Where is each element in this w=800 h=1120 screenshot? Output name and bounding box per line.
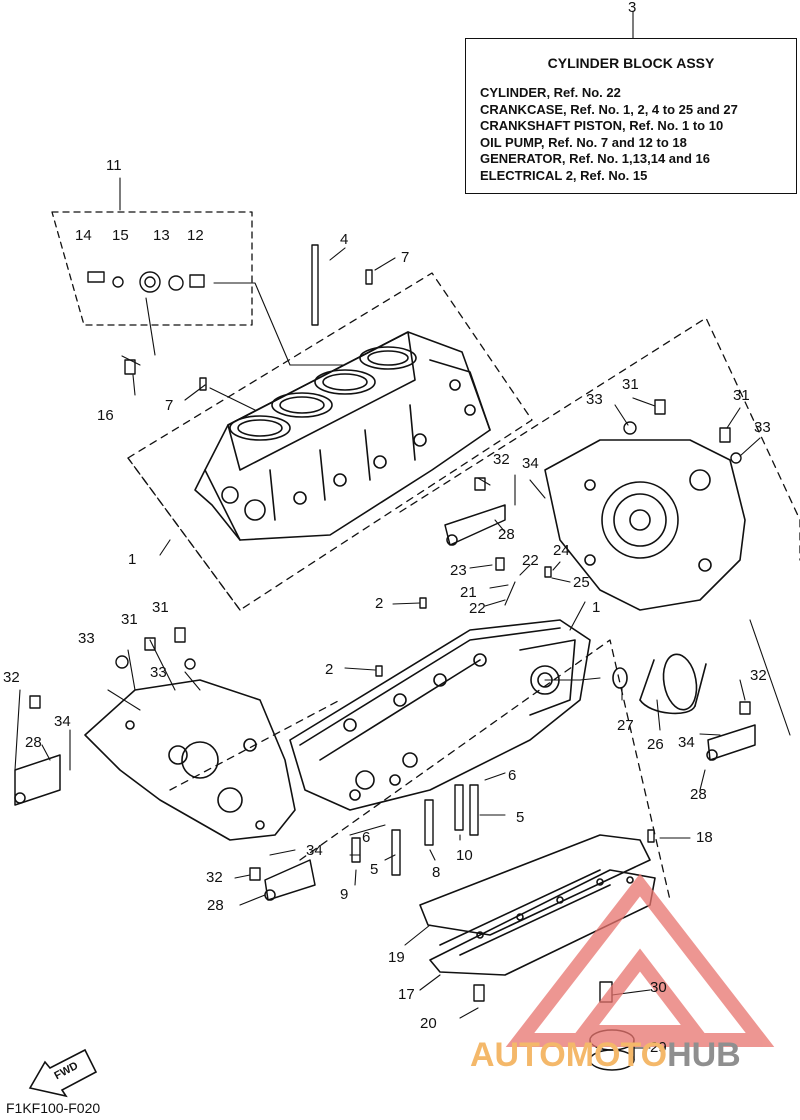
callout-c22a: 22 <box>522 552 539 569</box>
callout-c28b: 28 <box>25 734 42 751</box>
crankcase-group-box <box>169 639 671 901</box>
callout-c32d: 32 <box>206 869 223 886</box>
cylinder-group-box <box>127 272 800 611</box>
watermark-logo <box>505 873 775 1047</box>
callout-c2a: 2 <box>375 595 384 612</box>
info-box-lines: CYLINDER, Ref. No. 22 CRANKCASE, Ref. No… <box>480 85 738 184</box>
callout-c8: 8 <box>432 864 441 881</box>
crankcase <box>289 619 591 811</box>
callout-c32c: 32 <box>750 667 767 684</box>
callout-c6a: 6 <box>508 767 517 784</box>
generator-cover <box>544 439 746 611</box>
callout-c22b: 22 <box>469 600 486 617</box>
info-line: CRANKCASE, Ref. No. 1, 2, 4 to 25 and 27 <box>480 101 738 117</box>
callout-c28a: 28 <box>498 526 515 543</box>
oil-filter <box>612 653 707 715</box>
callout-c33b: 33 <box>754 419 771 436</box>
callout-c5b: 5 <box>370 861 379 878</box>
callout-c28d: 28 <box>207 897 224 914</box>
callout-c16: 16 <box>97 407 114 424</box>
callout-c23: 23 <box>450 562 467 579</box>
watermark-text: AUTOMOTOHUB <box>470 1036 741 1075</box>
generator-group-box <box>51 211 253 326</box>
callout-c27: 27 <box>617 717 634 734</box>
info-line: GENERATOR, Ref. No. 1,13,14 and 16 <box>480 151 710 166</box>
callout-c30: 30 <box>650 979 667 996</box>
engine-mounts <box>14 504 756 901</box>
callout-c18: 18 <box>696 829 713 846</box>
callout-c26: 26 <box>647 736 664 753</box>
info-line: OIL PUMP, Ref. No. 7 and 12 to 18 <box>480 134 687 150</box>
callout-c34a: 34 <box>522 455 539 472</box>
callout-c5a: 5 <box>516 809 525 826</box>
watermark-part1: AUTOMOTO <box>470 1036 668 1074</box>
callout-c28c: 28 <box>690 786 707 803</box>
callout-c14: 14 <box>75 227 92 244</box>
leader-lines <box>14 11 791 1049</box>
info-box: CYLINDER BLOCK ASSY CYLINDER, Ref. No. 2… <box>465 38 797 194</box>
callout-c33c: 33 <box>78 630 95 647</box>
callout-c17: 17 <box>398 986 415 1003</box>
callout-c33d: 33 <box>150 664 167 681</box>
callout-c32a: 32 <box>493 451 510 468</box>
callout-c1b: 1 <box>592 599 601 616</box>
info-line: CYLINDER, Ref. No. 22 <box>480 85 621 100</box>
callout-c11: 11 <box>106 157 122 174</box>
callout-c31d: 31 <box>152 599 169 616</box>
callout-c4: 4 <box>340 231 349 248</box>
callout-c31a: 31 <box>622 376 639 393</box>
callout-c32b: 32 <box>3 669 20 686</box>
callout-c24: 24 <box>553 542 570 559</box>
callout-c7a: 7 <box>401 249 410 266</box>
fwd-arrow-icon <box>28 1048 98 1098</box>
callout-c1a: 1 <box>128 551 137 568</box>
callout-c21: 21 <box>460 584 477 601</box>
callout-c25: 25 <box>573 574 590 591</box>
callout-c20: 20 <box>420 1015 437 1032</box>
callout-c19: 19 <box>388 949 405 966</box>
callout-c13: 13 <box>153 227 170 244</box>
callout-c33a: 33 <box>586 391 603 408</box>
left-cover <box>84 679 296 841</box>
cylinder-block <box>194 331 491 541</box>
callout-c29: 29 <box>650 1039 667 1056</box>
info-box-ref: 3 <box>628 0 637 16</box>
callout-c10: 10 <box>456 847 473 864</box>
callout-c7b: 7 <box>165 397 174 414</box>
info-line: ELECTRICAL 2, Ref. No. 15 <box>480 167 648 183</box>
callout-c15: 15 <box>112 227 129 244</box>
callout-c34d: 34 <box>306 842 323 859</box>
info-box-title: CYLINDER BLOCK ASSY <box>547 55 715 71</box>
callout-c31b: 31 <box>733 387 750 404</box>
callout-c34b: 34 <box>54 713 71 730</box>
watermark-part2: HUB <box>667 1036 741 1074</box>
callout-c9: 9 <box>340 886 349 903</box>
callout-c31c: 31 <box>121 611 138 628</box>
callout-c34c: 34 <box>678 734 695 751</box>
diagram-code: F1KF100-F020 <box>6 1100 101 1116</box>
info-line: CRANKSHAFT PISTON, Ref. No. 1 to 10 <box>480 118 724 133</box>
callout-c2b: 2 <box>325 661 334 678</box>
callout-c6b: 6 <box>362 829 371 846</box>
callout-c12: 12 <box>187 227 204 244</box>
